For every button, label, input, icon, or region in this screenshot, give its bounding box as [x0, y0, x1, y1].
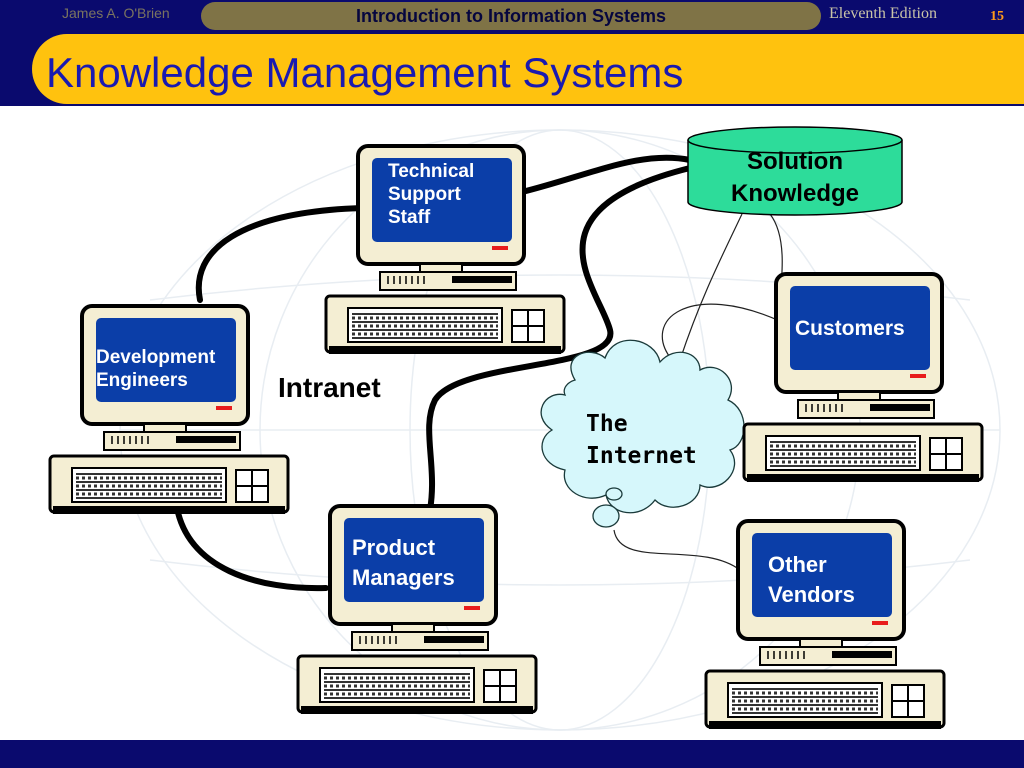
cable-dev-to-pm	[173, 499, 329, 592]
label-intranet: Intranet	[278, 372, 381, 403]
link-internet-to-customers	[661, 303, 783, 361]
cable-tech-to-db	[519, 154, 693, 195]
label-development-engineers: Development Engineers	[96, 347, 216, 392]
header-bar: James A. O'Brien Introduction to Informa…	[0, 0, 1024, 34]
author-name: James A. O'Brien	[62, 5, 170, 21]
slide-title: Knowledge Management Systems	[46, 49, 684, 96]
cable-tech-to-dev	[195, 205, 365, 303]
label-product-managers: Product Managers	[352, 535, 455, 591]
page-number: 15	[990, 9, 1004, 24]
label-customers: Customers	[795, 317, 905, 340]
label-the-internet: The Internet	[586, 411, 697, 470]
label-other-vendors: Other Vendors	[768, 552, 855, 608]
solution-knowledge-database	[687, 126, 903, 216]
footer-bar	[0, 740, 1024, 768]
internet-cloud	[540, 339, 745, 528]
title-pill	[32, 34, 1024, 104]
label-solution-knowledge: Solution Knowledge	[730, 148, 859, 207]
computer-customers	[744, 274, 982, 482]
knowledge-management-diagram	[0, 126, 1001, 740]
computer-development-engineers	[50, 306, 288, 514]
course-title: Introduction to Information Systems	[355, 6, 666, 26]
title-band	[0, 34, 1024, 106]
course-title-pill: Introduction to Information Systems	[201, 2, 821, 30]
label-technical-support-staff: Technical Support Staff	[388, 161, 475, 229]
link-db-to-internet	[679, 213, 743, 361]
edition-label: Eleventh Edition	[829, 5, 937, 22]
link-internet-to-vendors	[613, 529, 741, 571]
